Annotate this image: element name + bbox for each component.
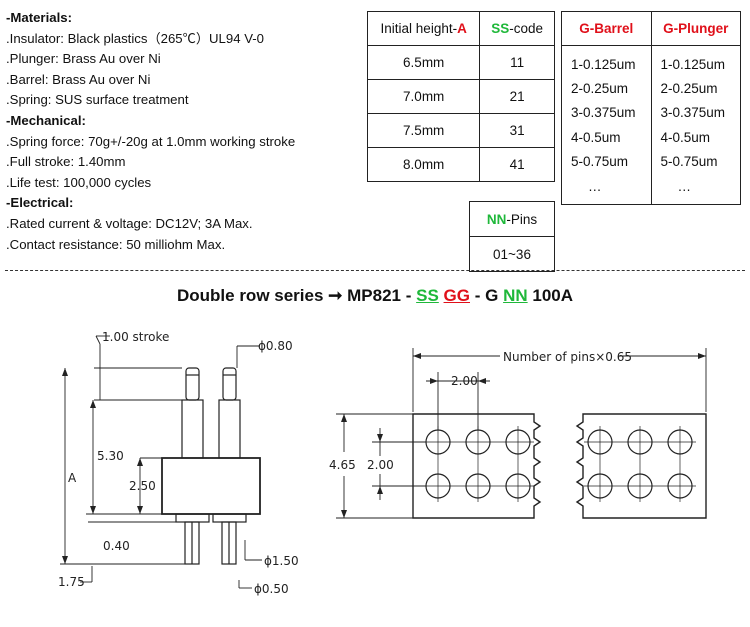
header-g-plunger: G-Plunger	[651, 11, 741, 46]
stroke-label: 1.00 stroke	[102, 330, 169, 344]
mechanical-heading: -Mechanical:	[6, 112, 86, 128]
dia-050-label: ϕ0.50	[254, 582, 289, 596]
pins-width-label: Number of pins×0.65	[503, 350, 632, 364]
spec-line: .Contact resistance: 50 milliohm Max.	[6, 236, 226, 252]
spec-line: .Insulator: Black plastics（265℃）UL94 V-0	[6, 30, 265, 46]
header-g-barrel: G-Barrel	[561, 11, 652, 46]
spec-line: .Life test: 100,000 cycles	[6, 174, 152, 190]
spec-line: .Rated current & voltage: DC12V; 3A Max.	[6, 215, 253, 231]
header-initial-height: Initial height-A	[366, 11, 481, 46]
spec-line: .Spring: SUS surface treatment	[6, 92, 189, 108]
electrical-heading: -Electrical:	[6, 195, 74, 211]
top-view	[336, 348, 707, 519]
height-250-label: 2.50	[129, 479, 156, 493]
top-diameter-label: ϕ0.80	[258, 339, 293, 353]
spec-line: .Full stroke: 1.40mm	[6, 154, 126, 170]
spec-line: .Plunger: Brass Au over Ni	[6, 51, 161, 67]
section-divider	[5, 270, 745, 271]
dia-150-label: ϕ1.50	[264, 554, 299, 568]
height-530-label: 5.30	[97, 449, 124, 463]
side-view	[60, 335, 262, 589]
spec-line: .Barrel: Brass Au over Ni	[6, 71, 151, 87]
pins-value: 01~36	[469, 236, 555, 272]
header-nn-pins: NN-Pins	[469, 201, 555, 237]
header-ss-code: SS-code	[479, 11, 555, 46]
dim-040-label: 0.40	[103, 539, 130, 553]
pins-table: NN-Pins 01~36	[469, 201, 555, 272]
series-title: Double row series ➞ MP821 - SS GG - G NN…	[176, 286, 574, 305]
spec-line: .Spring force: 70g+/-20g at 1.0mm workin…	[6, 133, 296, 149]
width-465-label: 4.65	[329, 458, 356, 472]
specifications: -Materials: .Insulator: Black plastics（2…	[6, 8, 358, 255]
table-row: ……	[561, 173, 741, 205]
materials-heading: -Materials:	[6, 10, 72, 25]
pitch-200-label: 2.00	[451, 374, 478, 388]
row-200-label: 2.00	[367, 458, 394, 472]
dim-175-label: 1.75	[58, 575, 85, 589]
letter-a-label: A	[68, 471, 77, 485]
